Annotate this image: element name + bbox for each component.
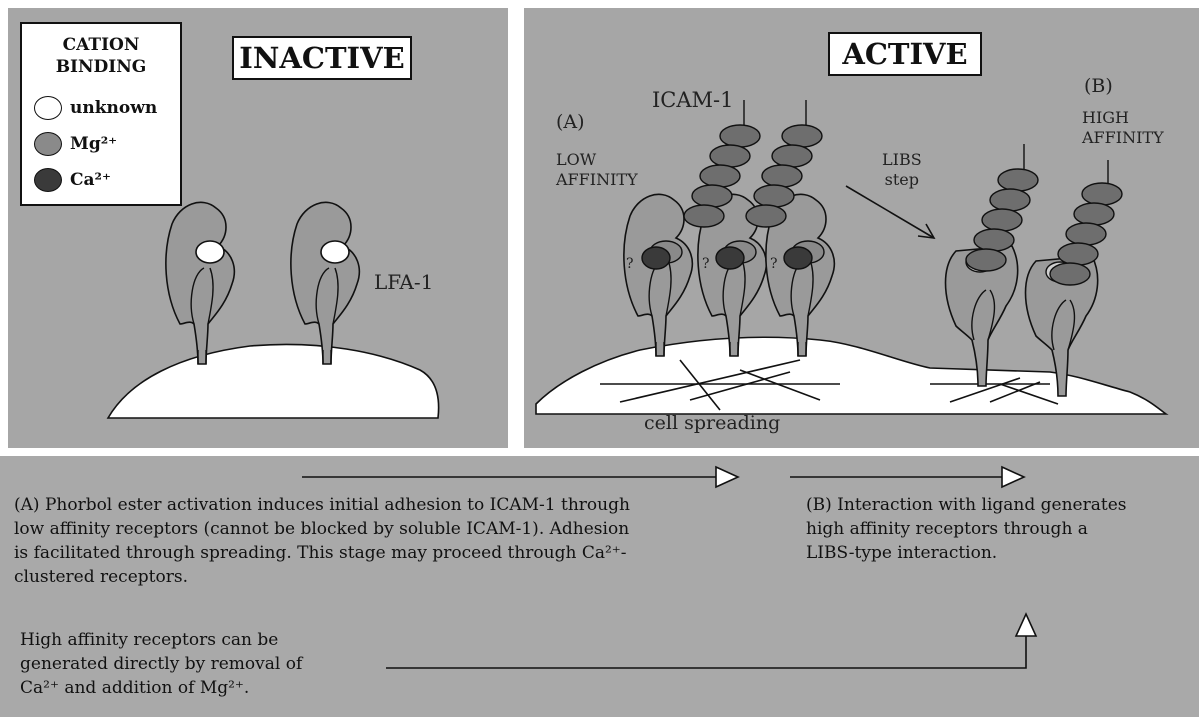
unknown-cation-icon xyxy=(34,96,62,120)
lfa1-label: LFA-1 xyxy=(374,272,433,292)
libs-line1: LIBS xyxy=(882,150,922,170)
explanation-b: (B) Interaction with ligand generates hi… xyxy=(806,493,1127,565)
libs-arrow xyxy=(846,186,934,238)
explanation-b-line1: (B) Interaction with ligand generates xyxy=(806,493,1127,517)
low-affinity-line1: LOW xyxy=(556,150,638,170)
lfa1-receptor-left xyxy=(166,202,234,364)
cell-spreading-label: cell spreading xyxy=(644,413,780,433)
explanation-direct-line1: High affinity receptors can be xyxy=(20,628,302,652)
ca-cation-icon xyxy=(34,168,62,192)
active-cell xyxy=(536,337,1166,414)
explanation-a-line2: low affinity receptors (cannot be blocke… xyxy=(14,517,630,541)
explanation-direct-line2: generated directly by removal of xyxy=(20,652,302,676)
low-affinity-label: LOW AFFINITY xyxy=(556,150,638,190)
explanation-a-line3: is facilitated through spreading. This s… xyxy=(14,541,630,565)
legend-title-line2: BINDING xyxy=(22,56,180,78)
legend-item-mg: Mg²⁺ xyxy=(34,132,117,156)
cation-binding-legend: CATION BINDING unknown Mg²⁺ Ca²⁺ xyxy=(20,22,182,206)
explanation-a-line1: (A) Phorbol ester activation induces ini… xyxy=(14,493,630,517)
question-mark-1: ? xyxy=(626,254,634,274)
legend-label-mg: Mg²⁺ xyxy=(70,134,117,154)
high-affinity-line2: AFFINITY xyxy=(1082,128,1164,148)
icam1-label: ICAM-1 xyxy=(652,90,734,110)
legend-label-ca: Ca²⁺ xyxy=(70,170,111,190)
label-a: (A) xyxy=(556,112,585,132)
explanation-a: (A) Phorbol ester activation induces ini… xyxy=(14,493,630,589)
question-mark-2: ? xyxy=(702,254,710,274)
explanation-a-line4: clustered receptors. xyxy=(14,565,630,589)
explanation-direct-line3: Ca²⁺ and addition of Mg²⁺. xyxy=(20,676,302,700)
active-title: ACTIVE xyxy=(828,32,982,76)
question-mark-3: ? xyxy=(770,254,778,274)
lfa1-receptor-right xyxy=(291,202,359,364)
arrow-a-to-b xyxy=(302,467,738,487)
legend-title: CATION BINDING xyxy=(22,34,180,78)
legend-title-line1: CATION xyxy=(22,34,180,56)
explanation-b-line3: LIBS-type interaction. xyxy=(806,541,1127,565)
legend-item-unknown: unknown xyxy=(34,96,157,120)
mg-cation-icon xyxy=(34,132,62,156)
arrow-b-continue xyxy=(790,467,1024,487)
arrow-direct-high-affinity xyxy=(386,614,1036,668)
label-b: (B) xyxy=(1084,76,1113,96)
low-affinity-receptor-1 xyxy=(624,194,692,356)
high-affinity-line1: HIGH xyxy=(1082,108,1164,128)
libs-step-label: LIBS step xyxy=(882,150,922,190)
explanation-b-line2: high affinity receptors through a xyxy=(806,517,1127,541)
explanation-direct: High affinity receptors can be generated… xyxy=(20,628,302,700)
low-affinity-line2: AFFINITY xyxy=(556,170,638,190)
inactive-title: INACTIVE xyxy=(232,36,412,80)
inactive-cell xyxy=(108,344,439,418)
libs-line2: step xyxy=(882,170,922,190)
legend-label-unknown: unknown xyxy=(70,98,157,118)
high-affinity-label: HIGH AFFINITY xyxy=(1082,108,1164,148)
legend-item-ca: Ca²⁺ xyxy=(34,168,111,192)
